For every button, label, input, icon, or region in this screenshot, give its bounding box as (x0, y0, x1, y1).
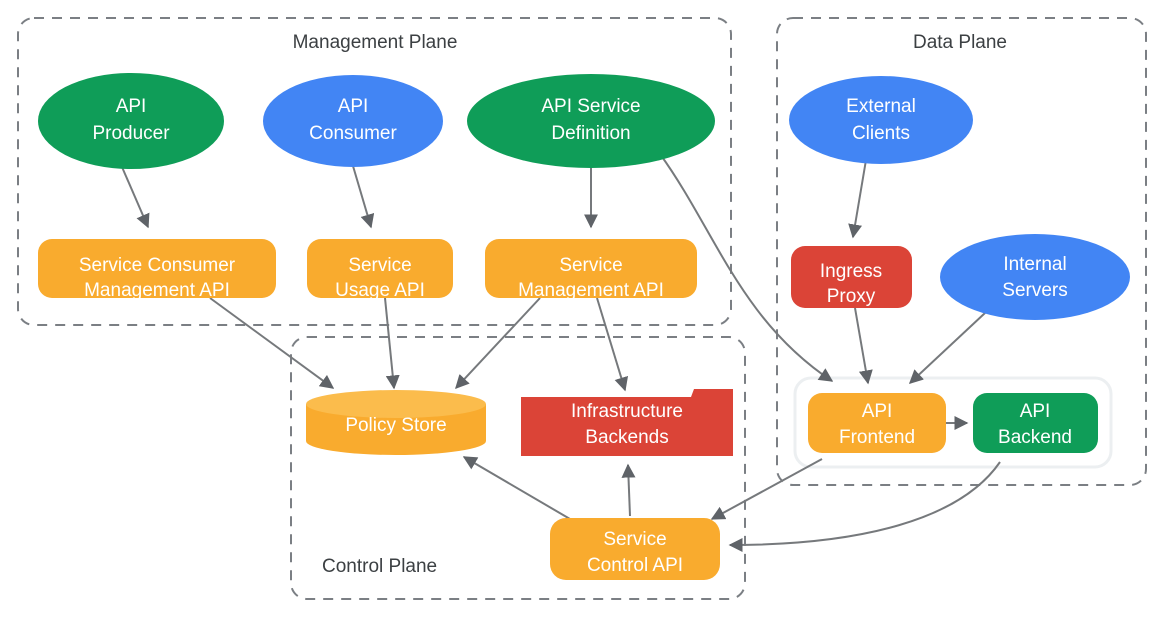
api-consumer-label-line1: API (338, 96, 369, 117)
ingress-proxy-label-line2: Proxy (827, 286, 876, 307)
api-service-definition-ellipse[interactable] (467, 74, 715, 168)
node-internal-servers[interactable]: Internal Servers (940, 234, 1130, 320)
policy-store-cylinder-body[interactable] (306, 404, 486, 455)
node-api-service-definition[interactable]: API Service Definition (467, 74, 715, 168)
management-plane-label: Management Plane (293, 32, 458, 53)
plane-management: Management Plane (17, 17, 732, 326)
edge-service-control-api-to-infrastructure-backends (621, 463, 636, 517)
infrastructure-backends-label-line1: Infrastructure (571, 401, 683, 422)
edge-ingress-proxy-to-api-frontend (854, 307, 873, 385)
service-consumer-management-api-label-line1: Service Consumer (79, 255, 236, 276)
service-consumer-management-api-label-line2: Management API (84, 280, 230, 301)
node-infrastructure-backends[interactable]: Infrastructure Backends (521, 389, 733, 456)
api-service-definition-label-line2: Definition (551, 123, 630, 144)
edge-api-backend-to-service-control-api (728, 461, 1001, 552)
node-api-producer[interactable]: API Producer (38, 73, 224, 169)
edge-service-control-api-to-policy-store (462, 456, 571, 520)
data-plane-border (776, 17, 1147, 486)
node-service-control-api[interactable]: Service Control API (550, 518, 720, 580)
node-ingress-proxy[interactable]: Ingress Proxy (791, 246, 912, 308)
service-management-api-label-line2: Management API (518, 280, 664, 301)
edge-api-service-definition-to-api-frontend (659, 153, 834, 382)
service-usage-api-label-line2: Usage API (335, 280, 425, 301)
plane-control: Control Plane (290, 336, 746, 600)
node-service-consumer-management-api[interactable]: Service Consumer Management API (38, 239, 276, 301)
node-service-usage-api[interactable]: Service Usage API (307, 239, 453, 301)
api-consumer-ellipse[interactable] (263, 75, 443, 167)
edge-api-consumer-to-service-usage-api (352, 165, 375, 229)
api-frontend-label-line1: API (862, 401, 893, 422)
external-clients-ellipse[interactable] (789, 76, 973, 164)
data-plane-label: Data Plane (913, 32, 1007, 53)
edge-api-frontend-to-service-control-api (710, 458, 823, 520)
service-control-api-label-line2: Control API (587, 555, 683, 576)
external-clients-label-line2: Clients (852, 123, 910, 144)
ingress-proxy-rect[interactable] (791, 246, 912, 308)
policy-store-label: Policy Store (345, 415, 446, 436)
node-api-frontend[interactable]: API Frontend (808, 393, 946, 453)
edges-layer (121, 153, 1001, 552)
api-producer-ellipse[interactable] (38, 73, 224, 169)
node-policy-store[interactable]: Policy Store (306, 390, 486, 455)
api-frontend-label-line2: Frontend (839, 427, 915, 448)
node-api-backend[interactable]: API Backend (973, 393, 1098, 453)
policy-store-cylinder-top[interactable] (306, 390, 486, 418)
internal-servers-label-line1: Internal (1003, 254, 1066, 275)
api-frontend-rect[interactable] (808, 393, 946, 453)
api-backend-label-line2: Backend (998, 427, 1072, 448)
api-service-definition-label-line1: API Service (541, 96, 640, 117)
external-clients-label-line1: External (846, 96, 916, 117)
edge-service-usage-api-to-policy-store (384, 297, 400, 390)
node-service-management-api[interactable]: Service Management API (485, 239, 697, 301)
api-producer-label-line2: Producer (92, 123, 170, 144)
api-backend-rect[interactable] (973, 393, 1098, 453)
service-management-api-rect[interactable] (485, 239, 697, 298)
edge-api-producer-to-service-consumer-management-api (121, 166, 150, 229)
service-consumer-management-api-rect[interactable] (38, 239, 276, 298)
api-backend-label-line1: API (1020, 401, 1051, 422)
node-api-consumer[interactable]: API Consumer (263, 75, 443, 167)
edge-service-management-api-to-policy-store (455, 297, 541, 390)
service-control-api-label-line1: Service (603, 529, 666, 550)
api-consumer-label-line2: Consumer (309, 123, 397, 144)
internal-servers-label-line2: Servers (1002, 280, 1067, 301)
service-usage-api-label-line1: Service (348, 255, 411, 276)
internal-servers-ellipse[interactable] (940, 234, 1130, 320)
infrastructure-backends-folder[interactable] (521, 389, 733, 456)
plane-data: Data Plane (776, 17, 1147, 486)
service-usage-api-rect[interactable] (307, 239, 453, 298)
edge-internal-servers-to-api-frontend (908, 312, 986, 384)
edge-external-clients-to-ingress-proxy (848, 159, 867, 239)
ingress-proxy-label-line1: Ingress (820, 261, 882, 282)
api-gateway-group-border (793, 376, 1113, 469)
node-external-clients[interactable]: External Clients (789, 76, 973, 164)
infrastructure-backends-label-line2: Backends (585, 427, 668, 448)
control-plane-border (290, 336, 746, 600)
service-control-api-rect[interactable] (550, 518, 720, 580)
api-producer-label-line1: API (116, 96, 147, 117)
control-plane-label: Control Plane (322, 556, 437, 577)
service-management-api-label-line1: Service (559, 255, 622, 276)
edge-service-consumer-management-api-to-policy-store (209, 297, 335, 389)
edge-service-management-api-to-infrastructure-backends (596, 297, 629, 392)
